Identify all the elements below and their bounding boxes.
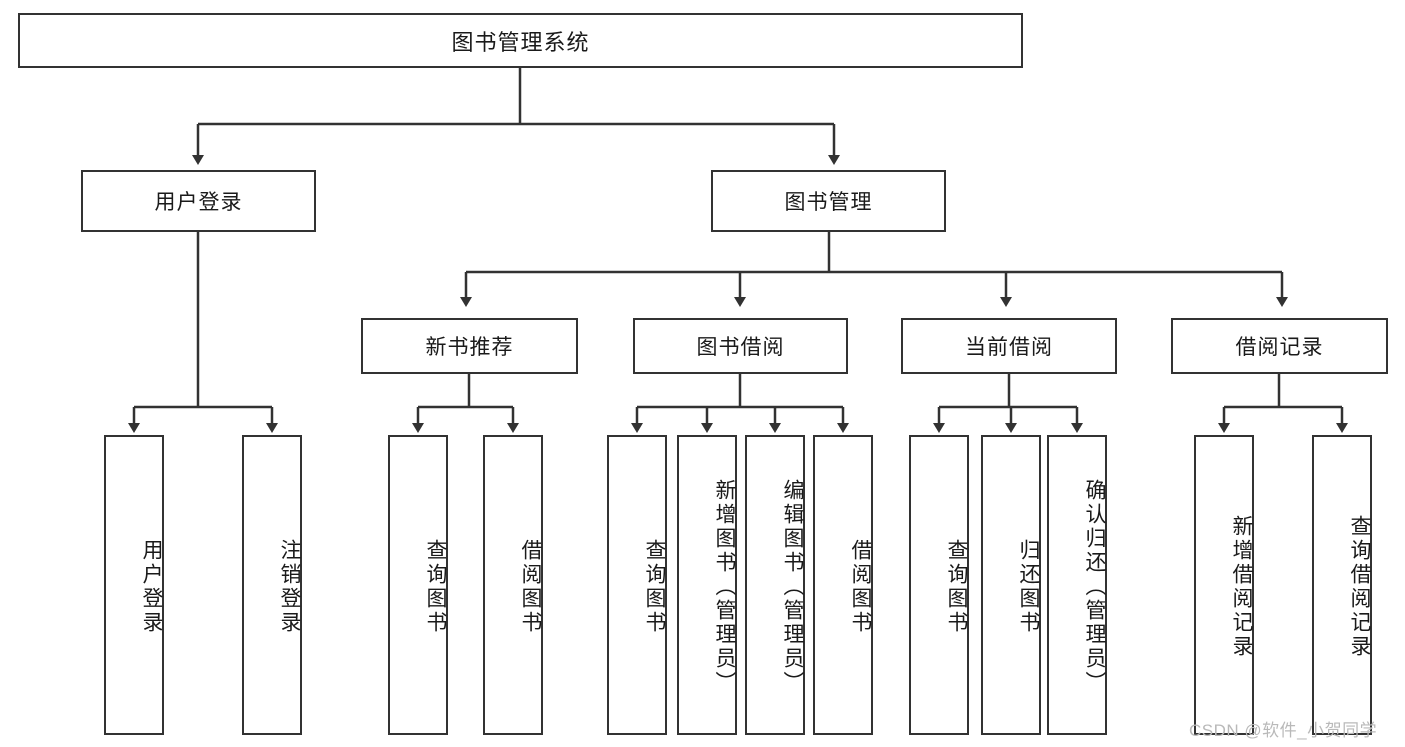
node-user-login[interactable]: 用户登录 xyxy=(81,170,316,232)
node-leaf-add-book[interactable]: 新增图书（管理员） xyxy=(677,435,737,735)
node-leaf-query-book-1-label: 查询图书 xyxy=(424,539,447,635)
node-borrow-record[interactable]: 借阅记录 xyxy=(1171,318,1388,374)
node-book-management[interactable]: 图书管理 xyxy=(711,170,946,232)
node-leaf-query-book-3-label: 查询图书 xyxy=(945,539,968,635)
node-new-book-recommend-label: 新书推荐 xyxy=(425,336,514,359)
node-new-book-recommend[interactable]: 新书推荐 xyxy=(361,318,578,374)
node-root-label: 图书管理系统 xyxy=(451,29,590,55)
node-borrow-record-label: 借阅记录 xyxy=(1235,336,1324,359)
node-leaf-add-book-label: 新增图书（管理员） xyxy=(713,479,736,695)
node-current-borrow[interactable]: 当前借阅 xyxy=(901,318,1117,374)
node-leaf-query-book-1[interactable]: 查询图书 xyxy=(388,435,448,735)
node-leaf-add-record[interactable]: 新增借阅记录 xyxy=(1194,435,1254,735)
node-leaf-edit-book[interactable]: 编辑图书（管理员） xyxy=(745,435,805,735)
node-leaf-return-book[interactable]: 归还图书 xyxy=(981,435,1041,735)
node-leaf-confirm-return-label: 确认归还（管理员） xyxy=(1083,479,1106,695)
node-book-borrow[interactable]: 图书借阅 xyxy=(633,318,848,374)
node-current-borrow-label: 当前借阅 xyxy=(965,336,1053,359)
node-leaf-query-book-2[interactable]: 查询图书 xyxy=(607,435,667,735)
node-root[interactable]: 图书管理系统 xyxy=(18,13,1023,68)
node-book-management-label: 图书管理 xyxy=(784,191,873,214)
node-leaf-confirm-return[interactable]: 确认归还（管理员） xyxy=(1047,435,1107,735)
node-leaf-borrow-book-2[interactable]: 借阅图书 xyxy=(813,435,873,735)
node-leaf-borrow-book-1[interactable]: 借阅图书 xyxy=(483,435,543,735)
node-leaf-user-login-label: 用户登录 xyxy=(140,539,163,635)
node-leaf-borrow-book-2-label: 借阅图书 xyxy=(849,539,872,635)
node-leaf-query-record-label: 查询借阅记录 xyxy=(1348,515,1371,659)
node-leaf-user-login[interactable]: 用户登录 xyxy=(104,435,164,735)
node-leaf-borrow-book-1-label: 借阅图书 xyxy=(519,539,542,635)
node-leaf-return-book-label: 归还图书 xyxy=(1017,539,1040,635)
node-leaf-logout-login[interactable]: 注销登录 xyxy=(242,435,302,735)
node-leaf-query-book-2-label: 查询图书 xyxy=(643,539,666,635)
node-user-login-label: 用户登录 xyxy=(154,191,243,214)
node-leaf-query-record[interactable]: 查询借阅记录 xyxy=(1312,435,1372,735)
node-book-borrow-label: 图书借阅 xyxy=(696,336,785,359)
watermark-text: CSDN @软件_小贺同学 xyxy=(1189,721,1378,740)
node-leaf-edit-book-label: 编辑图书（管理员） xyxy=(781,479,804,695)
node-leaf-query-book-3[interactable]: 查询图书 xyxy=(909,435,969,735)
node-leaf-add-record-label: 新增借阅记录 xyxy=(1230,515,1253,659)
node-leaf-logout-login-label: 注销登录 xyxy=(278,539,301,635)
